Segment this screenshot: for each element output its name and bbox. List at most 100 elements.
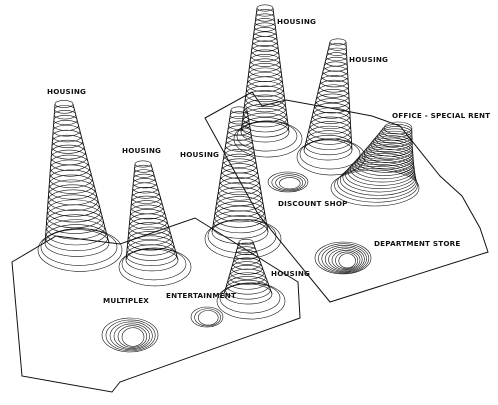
multiplex-footprint-ring [117, 325, 148, 348]
tower-contour-ring [133, 169, 154, 178]
office-mound [330, 121, 420, 207]
tower-contour-ring [236, 246, 257, 255]
housing-tower-4 [233, 4, 303, 158]
tower-contour-ring [227, 272, 268, 290]
tower-contour-ring [254, 22, 276, 32]
office-contour-ring [370, 135, 413, 154]
tower-contour-ring [133, 173, 156, 184]
tower-contour-ring [229, 264, 265, 280]
office-contour-ring [354, 151, 415, 176]
tower-contour-ring [246, 81, 284, 98]
tower-contour-ring [328, 43, 347, 51]
multiplex-label: MULTIPLEX [103, 296, 149, 305]
tower-contour-ring [243, 103, 287, 123]
office-contour-ring [379, 126, 413, 141]
tower-contour-ring [127, 231, 173, 251]
discount-shop-footprint-ring [279, 177, 301, 190]
tower-contour-ring [253, 27, 277, 37]
tower-outline [211, 109, 269, 233]
housing-tower-3 [204, 106, 282, 260]
tower-contour-ring [221, 163, 258, 179]
tower-contour-ring [327, 47, 347, 56]
tower-contour-ring [53, 110, 77, 120]
tower-footprint-ring [233, 120, 303, 158]
tower-contour-ring [128, 222, 171, 241]
tower-contour-ring [254, 18, 276, 27]
tower-contour-ring [212, 215, 268, 239]
department-store-footprint-ring [324, 246, 365, 272]
tower-contour-ring [50, 159, 90, 177]
tower-footprint-ring [118, 247, 192, 287]
tower-contour-ring [303, 139, 353, 161]
tower-contour-ring [232, 257, 262, 270]
office-contour-ring [366, 139, 414, 160]
office-contour-ring [339, 163, 417, 196]
tower-contour-ring [47, 189, 99, 211]
discount-shop-footprint-ring [271, 173, 306, 192]
tower-contour-ring [46, 209, 104, 234]
ring-group [101, 171, 372, 353]
tower-group [37, 4, 420, 320]
tower-contour-ring [250, 49, 280, 62]
tower-contour-ring [247, 72, 283, 88]
tower-contour-ring [54, 105, 75, 114]
tower-contour-ring [215, 196, 264, 217]
office-contour-ring [377, 128, 413, 144]
office-contour-ring [342, 161, 416, 193]
tower-contour-ring [216, 191, 264, 212]
tower-contour-ring [51, 139, 85, 154]
department-store-footprint-ring [331, 250, 361, 271]
office-contour-ring [375, 130, 413, 147]
tower-contour-ring [127, 235, 175, 256]
housing-label-5: HOUSING [349, 55, 388, 64]
tower-contour-ring [315, 93, 350, 109]
left-ground-plate [11, 217, 301, 393]
tower-contour-ring [308, 121, 352, 140]
office-contour-ring [347, 157, 415, 186]
tower-contour-ring [249, 54, 281, 67]
discount-shop-footprint [267, 171, 309, 193]
tower-contour-ring [221, 158, 257, 174]
tower-contour-ring [51, 144, 86, 160]
tower-contour-ring [245, 90, 285, 108]
multiplex-footprint [101, 317, 159, 353]
office-contour-ring [381, 123, 413, 138]
tower-contour-ring [230, 106, 248, 114]
tower-contour-ring [317, 84, 350, 98]
multiplex-footprint-ring [101, 317, 159, 353]
tower-contour-ring [223, 283, 273, 305]
tower-contour-ring [242, 108, 288, 128]
department-store-footprint-ring [328, 248, 363, 271]
tower-contour-ring [47, 194, 100, 217]
tower-contour-ring [134, 160, 152, 168]
tower-contour-ring [214, 201, 265, 223]
housing-label-2: HOUSING [122, 146, 161, 155]
tower-contour-ring [125, 248, 179, 272]
tower-contour-ring [313, 102, 351, 119]
office-contour-ring [383, 121, 413, 135]
tower-contour-ring [306, 130, 352, 150]
tower-contour-ring [214, 205, 266, 228]
tower-contour-ring [229, 111, 249, 119]
tower-contour-ring [48, 184, 97, 206]
tower-contour-ring [231, 261, 263, 275]
department-store-label: DEPARTMENT STORE [374, 239, 460, 248]
tower-contour-ring [251, 40, 279, 52]
tower-contour-ring [233, 253, 260, 265]
tower-contour-ring [128, 217, 169, 235]
tower-contour-ring [127, 226, 172, 246]
housing-tower-2 [118, 160, 192, 287]
tower-contour-ring [54, 100, 74, 108]
tower-contour-ring [47, 199, 101, 223]
tower-contour-ring [237, 242, 255, 251]
office-contour-ring [359, 146, 414, 170]
tower-footprint-ring [37, 228, 123, 272]
multiplex-footprint-ring [109, 321, 153, 351]
tower-contour-ring [228, 268, 266, 285]
multiplex-footprint-ring [113, 323, 150, 349]
entertainment-footprint-ring [197, 310, 219, 326]
office-contour-ring [330, 169, 420, 207]
discount-shop-footprint-ring [267, 171, 309, 193]
tower-contour-ring [218, 177, 261, 196]
